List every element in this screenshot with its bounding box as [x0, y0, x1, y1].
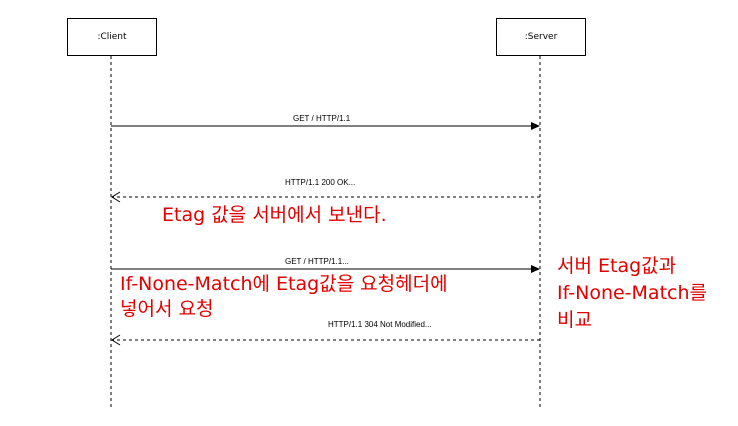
annotation-compare-line-2: If-None-Match를 [557, 282, 707, 304]
message-label-3: GET / HTTP/1.1... [285, 257, 349, 266]
annotation-compare-line-3: 비교 [557, 309, 592, 331]
annotation-request-line-2: 넣어서 요청 [120, 298, 214, 320]
server-participant: :Server [496, 18, 586, 56]
arrowhead-3 [531, 265, 540, 273]
annotation-request-line-1: If-None-Match에 Etag값을 요청헤더에 [120, 273, 448, 295]
annotation-etag-send: Etag 값을 서버에서 보낸다. [162, 204, 387, 226]
message-label-1: GET / HTTP/1.1 [293, 114, 351, 123]
annotation-compare: 서버 Etag값과 If-None-Match를 비교 [557, 253, 707, 334]
client-participant-label: :Client [97, 32, 127, 42]
annotation-compare-line-1: 서버 Etag값과 [557, 255, 677, 277]
message-label-2: HTTP/1.1 200 OK... [285, 178, 356, 187]
arrowhead-1 [531, 122, 540, 130]
client-participant: :Client [67, 18, 157, 56]
server-participant-label: :Server [524, 32, 558, 42]
message-label-4: HTTP/1.1 304 Not Modified... [328, 320, 432, 329]
annotation-request: If-None-Match에 Etag값을 요청헤더에 넣어서 요청 [120, 272, 448, 322]
arrowhead-4 [111, 334, 121, 346]
arrowhead-2 [111, 191, 121, 203]
